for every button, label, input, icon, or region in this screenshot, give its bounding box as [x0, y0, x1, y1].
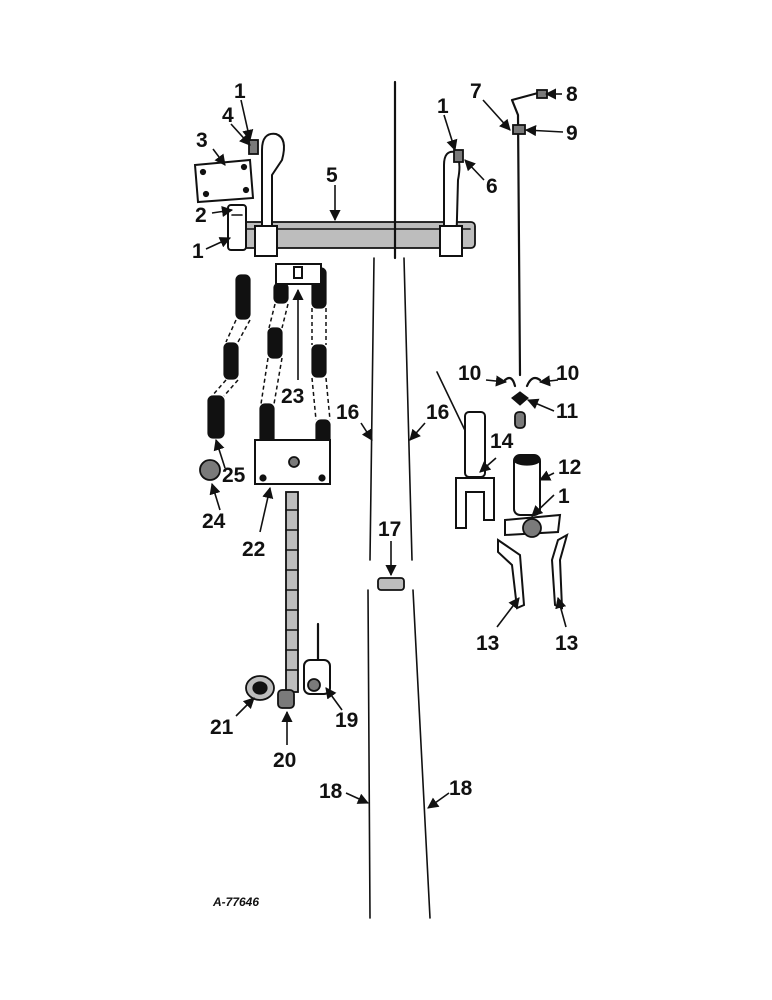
callout-22: 22 — [242, 538, 265, 561]
callout-4: 4 — [222, 104, 234, 127]
callout-25: 25 — [222, 464, 246, 487]
callout-12: 12 — [558, 456, 581, 479]
callout-3: 3 — [196, 129, 208, 152]
callout-16-right: 16 — [426, 401, 449, 424]
callout-16-left: 16 — [336, 401, 359, 424]
callout-10-right: 10 — [556, 362, 579, 385]
callout-6: 6 — [486, 175, 498, 198]
nut-part — [245, 675, 275, 701]
brackets-part — [497, 532, 569, 610]
callout-9: 9 — [566, 122, 578, 145]
bolt-part — [248, 139, 464, 163]
callout-1-clamp: 1 — [192, 240, 204, 263]
callout-18-right: 18 — [449, 777, 473, 800]
bushing-part — [303, 622, 331, 695]
callout-1-right: 1 — [437, 95, 449, 118]
guide-rods-part — [367, 80, 431, 919]
figure-id: A-77646 — [212, 895, 259, 909]
callout-21: 21 — [210, 716, 234, 739]
callout-18-left: 18 — [319, 780, 343, 803]
callout-1: 1 — [234, 80, 246, 103]
callout-7: 7 — [470, 80, 482, 103]
callout-10-left: 10 — [458, 362, 481, 385]
wing-screws-part — [503, 376, 542, 429]
mounting-plate-part — [193, 158, 255, 204]
callout-14: 14 — [490, 430, 514, 453]
callout-17: 17 — [378, 518, 401, 541]
control-rod-part — [510, 89, 548, 377]
callout-24: 24 — [202, 510, 226, 533]
leader-lines — [205, 88, 567, 809]
spring-plate-part — [275, 263, 322, 285]
callout-1-hub: 1 — [558, 485, 570, 508]
springs-part — [207, 267, 331, 451]
callout-5: 5 — [326, 164, 338, 187]
spring-base-part — [254, 439, 331, 485]
clamp-part — [227, 204, 247, 251]
callout-13-right: 13 — [555, 632, 578, 655]
fork-part — [436, 371, 495, 529]
callout-11: 11 — [556, 400, 579, 423]
crossbar-shaft-part — [234, 132, 476, 257]
callout-8: 8 — [566, 83, 578, 106]
callout-20: 20 — [273, 749, 296, 772]
spacer-block-part — [377, 577, 405, 591]
callout-labels: 1 4 3 2 1 5 1 6 7 8 9 10 10 11 12 1 14 1… — [192, 80, 581, 803]
callout-23: 23 — [281, 385, 304, 408]
cylinder-part — [504, 454, 562, 538]
callout-13-left: 13 — [476, 632, 499, 655]
callout-2: 2 — [195, 204, 207, 227]
threaded-rod-part — [277, 491, 299, 709]
callout-19: 19 — [335, 709, 358, 732]
cap-part — [199, 459, 221, 481]
